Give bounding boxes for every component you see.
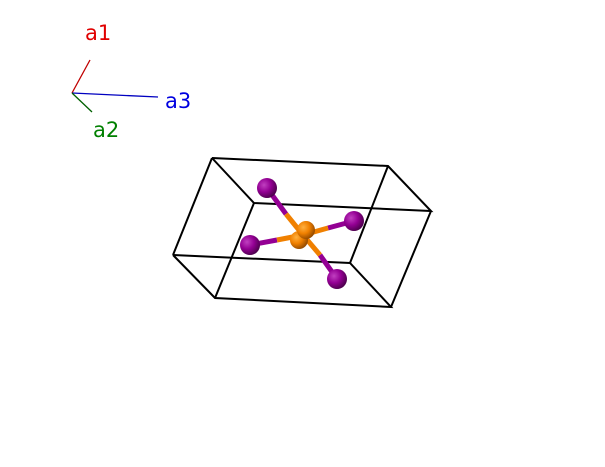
axis-a2-label: a2 [93,118,119,142]
iodine-atom[interactable] [327,269,347,289]
axis-a1 [71,59,91,94]
iodine-atom[interactable] [344,211,364,231]
axis-a3 [71,92,159,98]
axis-a1-label: a1 [85,21,111,45]
iodine-atom[interactable] [240,235,260,255]
axis-indicator: a1 a3 a2 [71,21,191,142]
unit-cell [172,157,434,309]
molecule [240,178,364,289]
axis-a3-label: a3 [165,89,191,113]
central-atom[interactable] [297,221,315,239]
iodine-atom[interactable] [257,178,277,198]
axis-a2 [71,92,93,113]
